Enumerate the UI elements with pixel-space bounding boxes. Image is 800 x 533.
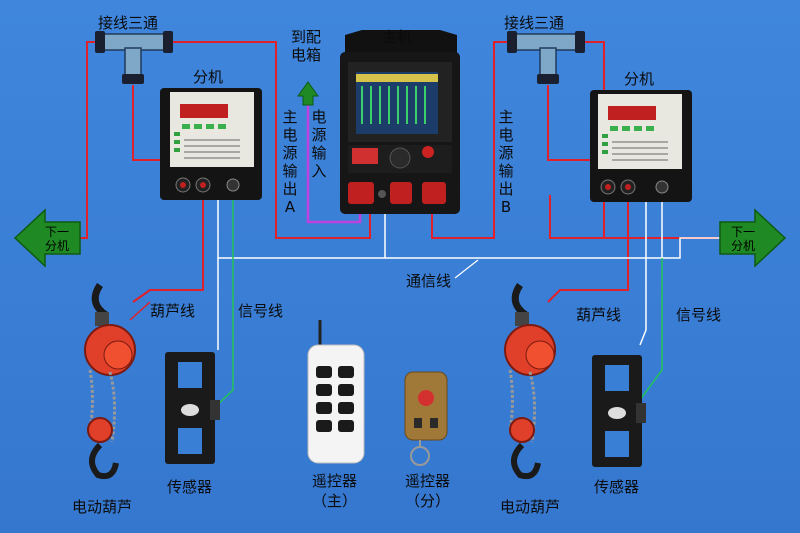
next-slave-left-arrow bbox=[13, 208, 81, 268]
remote-slave-label-2: （分） bbox=[405, 492, 451, 510]
next-slave-left-line2: 分机 bbox=[44, 239, 69, 253]
tee-left bbox=[95, 31, 173, 84]
remote-slave-label-1: 遥控器 bbox=[405, 472, 451, 490]
hoist-right-label: 电动葫芦 bbox=[500, 498, 561, 516]
power-out-b-label: 主电源输出B bbox=[498, 108, 514, 216]
remote-main-label-1: 遥控器 bbox=[312, 472, 358, 490]
hoist-line-right-label: 葫芦线 bbox=[576, 306, 622, 324]
comm-line-label: 通信线 bbox=[406, 272, 452, 290]
hoist-left-label: 电动葫芦 bbox=[72, 498, 133, 516]
next-slave-left-line1: 下一 bbox=[44, 225, 69, 239]
remote-slave bbox=[404, 371, 448, 466]
slave-left-label: 分机 bbox=[193, 68, 224, 86]
comm-label-pointer bbox=[454, 259, 479, 279]
sensor-right-label: 传感器 bbox=[594, 478, 640, 496]
power-line-drop-right bbox=[547, 85, 595, 161]
hoist-wire-right bbox=[547, 195, 629, 303]
load-sensor-right bbox=[592, 355, 646, 467]
remote-main bbox=[307, 320, 365, 464]
signal-line-right-label: 信号线 bbox=[676, 306, 722, 324]
electric-hoist-left bbox=[84, 283, 136, 480]
power-in-label: 电源输入 bbox=[311, 108, 327, 180]
comm-wire bbox=[217, 195, 780, 259]
sensor-left-label: 传感器 bbox=[167, 478, 213, 496]
next-slave-left-text: 下一 分机 bbox=[40, 225, 74, 253]
slave-unit-right bbox=[590, 90, 692, 202]
slave-right-label: 分机 bbox=[624, 70, 655, 88]
tee-left-label: 接线三通 bbox=[98, 14, 159, 32]
electric-hoist-right bbox=[504, 283, 556, 480]
to-distribution-up-arrow bbox=[297, 81, 319, 106]
signal-wire-left bbox=[211, 195, 234, 411]
signal-line-left-label: 信号线 bbox=[238, 302, 284, 320]
to-distribution-label-2: 电箱 bbox=[291, 46, 322, 64]
tee-right bbox=[507, 31, 585, 84]
master-label: 主机 bbox=[382, 28, 413, 46]
power-out-a-label: 主电源输出A bbox=[282, 108, 298, 216]
tee-right-label: 接线三通 bbox=[504, 14, 565, 32]
signal-wire-right bbox=[639, 258, 663, 401]
to-distribution-label-1: 到配 bbox=[291, 28, 322, 46]
hoist-wire-left bbox=[132, 195, 204, 303]
power-line-master-to-tee-right bbox=[431, 41, 510, 239]
remote-main-label-2: （主） bbox=[312, 492, 358, 510]
power-line-left-main bbox=[80, 41, 98, 239]
master-unit bbox=[340, 30, 460, 214]
hoist-label-pointer-left bbox=[129, 301, 151, 321]
next-slave-right-arrow bbox=[719, 208, 787, 268]
next-slave-right-line2: 分机 bbox=[730, 239, 755, 253]
hoist-line-left-label: 葫芦线 bbox=[150, 302, 196, 320]
next-slave-right-line1: 下一 bbox=[730, 225, 755, 239]
slave-unit-left bbox=[160, 88, 262, 200]
power-line-tee-to-master bbox=[170, 41, 371, 239]
next-slave-right-text: 下一 分机 bbox=[726, 225, 760, 253]
comm-wire-sensor-right bbox=[639, 195, 647, 346]
load-sensor-left bbox=[165, 352, 220, 464]
